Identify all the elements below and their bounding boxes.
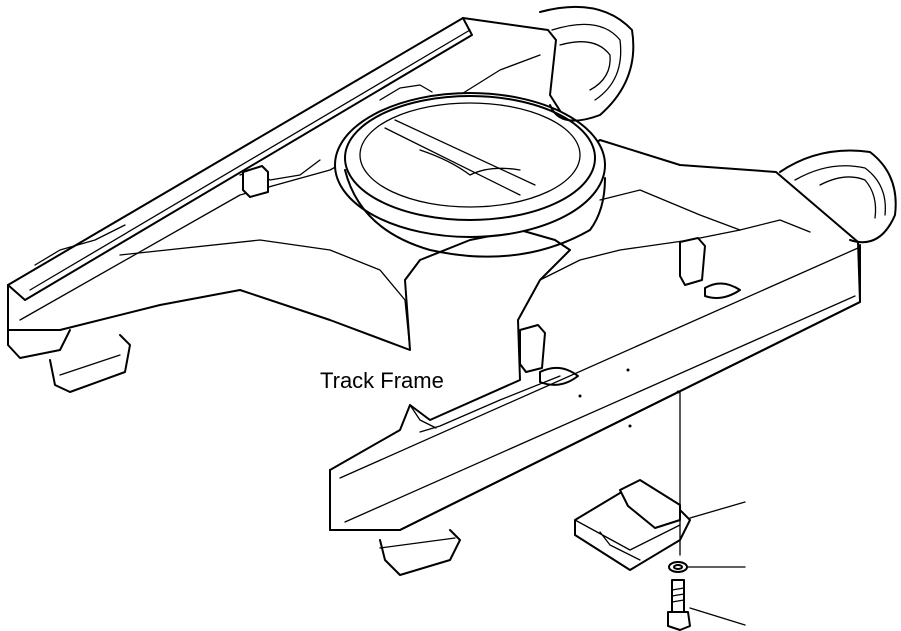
leader-line-bracket xyxy=(689,501,746,519)
rear-idler-ring xyxy=(539,5,635,122)
track-frame-label: Track Frame xyxy=(320,368,444,393)
washer xyxy=(668,561,688,573)
bolt xyxy=(667,579,691,631)
track-frame-body xyxy=(7,17,861,576)
swing-circle-mount xyxy=(334,92,606,258)
leader-line-bolt xyxy=(689,607,746,626)
front-idler-ring xyxy=(779,149,897,244)
track-guard-bracket xyxy=(574,479,691,571)
